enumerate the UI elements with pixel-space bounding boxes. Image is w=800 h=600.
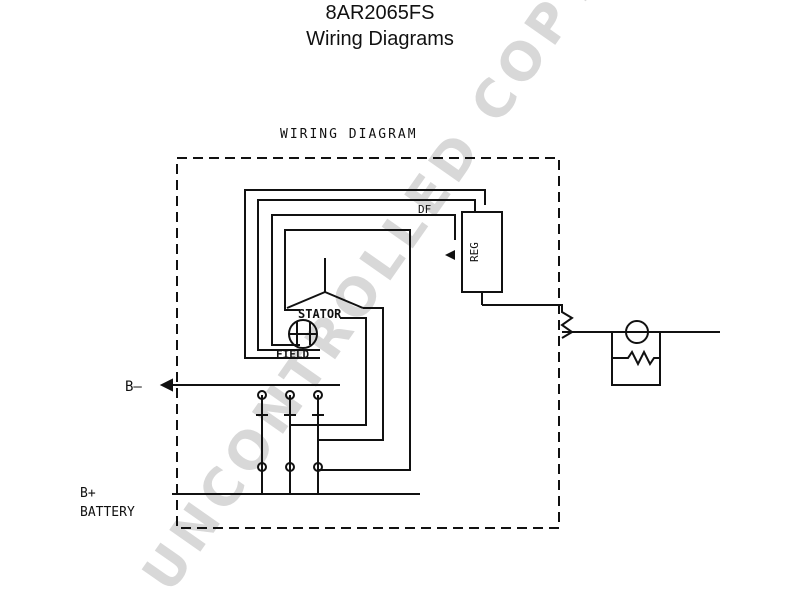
part-number: 8AR2065FS (325, 2, 435, 24)
page-title: 8AR2065FS Wiring Diagrams (0, 0, 760, 52)
df-label: DF (418, 203, 431, 216)
b-plus-label: B+ (80, 486, 96, 501)
reg-label: REG (468, 242, 481, 262)
b-minus-label: B– (125, 379, 142, 395)
battery-label: BATTERY (80, 505, 135, 520)
diagram-heading: WIRING DIAGRAM (280, 127, 418, 142)
watermark: UNCONTROLLED COPY (131, 0, 613, 600)
alternator-enclosure (176, 157, 560, 529)
field-and-stator-wiring (159, 189, 720, 495)
page-subtitle: Wiring Diagrams (306, 28, 454, 50)
field-label: FIELD (276, 348, 309, 361)
stator-label: STATOR (298, 307, 342, 321)
